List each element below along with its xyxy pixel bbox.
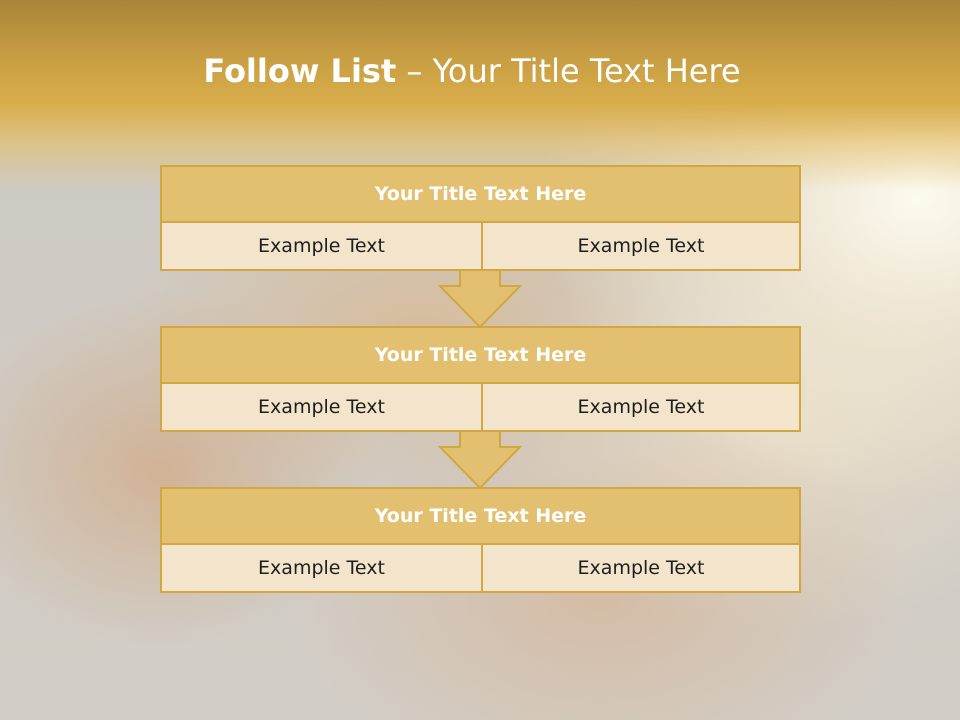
block-cell-left: Example Text	[162, 545, 483, 591]
block-title: Your Title Text Here	[162, 167, 799, 223]
list-block-3: Your Title Text Here Example Text Exampl…	[160, 487, 801, 593]
slide-title-strong: Follow List	[203, 52, 397, 90]
down-arrow-icon	[438, 270, 522, 329]
block-cell-left: Example Text	[162, 223, 483, 269]
down-arrow-icon	[438, 431, 522, 490]
block-cell-left: Example Text	[162, 384, 483, 430]
slide-title: Follow List – Your Title Text Here	[0, 52, 944, 90]
block-cell-right: Example Text	[577, 557, 705, 579]
list-block-1: Your Title Text Here Example Text Exampl…	[160, 165, 801, 271]
header-band	[0, 0, 960, 190]
block-cell-right: Example Text	[577, 396, 705, 418]
block-cell-right: Example Text	[577, 235, 705, 257]
list-block-2: Your Title Text Here Example Text Exampl…	[160, 326, 801, 432]
block-title: Your Title Text Here	[162, 328, 799, 384]
slide-title-rest: – Your Title Text Here	[396, 52, 741, 90]
block-title: Your Title Text Here	[162, 489, 799, 545]
